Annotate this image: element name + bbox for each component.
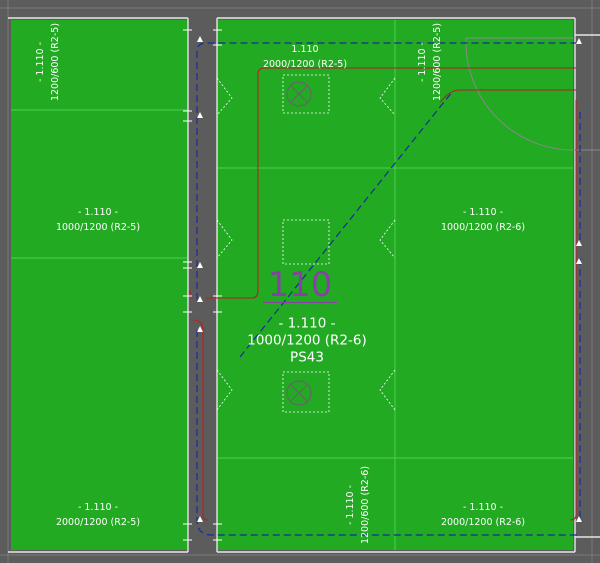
tile-label-line2: 2000/1200 (R2-5): [55, 517, 141, 528]
tile-label-center-top[interactable]: 1.110 2000/1200 (R2-5): [263, 42, 347, 72]
duct-blue: [196, 42, 582, 536]
tile-label-right-top[interactable]: - 1.110 - 1200/600 (R2-5): [415, 23, 445, 101]
room-tag-line2: 1000/1200 (R2-6): [247, 332, 367, 349]
tile-label-line1: - 1.110 -: [462, 207, 504, 218]
light-fixture-icons: [286, 81, 312, 406]
tile-label-line1: - 1.110 -: [345, 484, 356, 526]
tile-label-line2: 2000/1200 (R2-6): [440, 517, 526, 528]
room-number[interactable]: 110: [267, 265, 333, 305]
tile-label-line2: 1200/600 (R2-5): [50, 22, 61, 102]
tile-label-line2: 2000/1200 (R2-5): [262, 59, 348, 70]
tile-label-center-bottom[interactable]: - 1.110 - 1200/600 (R2-6): [343, 466, 373, 544]
room-tag[interactable]: - 1.110 - 1000/1200 (R2-6) PS43: [247, 316, 367, 367]
tile-label-line1: - 1.110 -: [77, 207, 119, 218]
tile-label-right-bottom[interactable]: - 1.110 - 2000/1200 (R2-6): [441, 500, 525, 530]
tile-grid-lines: [11, 20, 573, 550]
tile-label-left-mid[interactable]: - 1.110 - 1000/1200 (R2-5): [56, 205, 140, 235]
tile-label-line1: - 1.110 -: [77, 502, 119, 513]
light-fixture-icon: [286, 380, 312, 406]
room-number-underline: [263, 302, 337, 303]
tile-label-line1: - 1.110 -: [462, 502, 504, 513]
room-tag-line3: PS43: [290, 349, 324, 366]
tile-label-line2: 1000/1200 (R2-5): [55, 222, 141, 233]
connection-markers: [197, 36, 582, 522]
tile-label-line2: 1200/600 (R2-6): [360, 465, 371, 545]
tile-label-line1: - 1.110 -: [417, 41, 428, 83]
tile-label-left-top[interactable]: - 1.110 - 1200/600 (R2-5): [33, 23, 63, 101]
wall-ticks: [183, 29, 222, 541]
walls: [8, 17, 600, 553]
light-fixture-icon: [286, 81, 312, 107]
tile-label-right-mid[interactable]: - 1.110 - 1000/1200 (R2-6): [441, 205, 525, 235]
floor-left: [11, 20, 188, 550]
tile-label-line2: 1000/1200 (R2-6): [440, 222, 526, 233]
tile-label-line1: 1.110: [291, 44, 319, 55]
door-swing: [465, 37, 600, 151]
tile-label-line1: - 1.110 -: [35, 41, 46, 83]
room-tag-line1: - 1.110 -: [278, 315, 336, 332]
ceiling-fixture-outlines: [216, 74, 396, 413]
tile-label-left-bottom[interactable]: - 1.110 - 2000/1200 (R2-5): [56, 500, 140, 530]
tile-label-line2: 1200/600 (R2-5): [432, 22, 443, 102]
